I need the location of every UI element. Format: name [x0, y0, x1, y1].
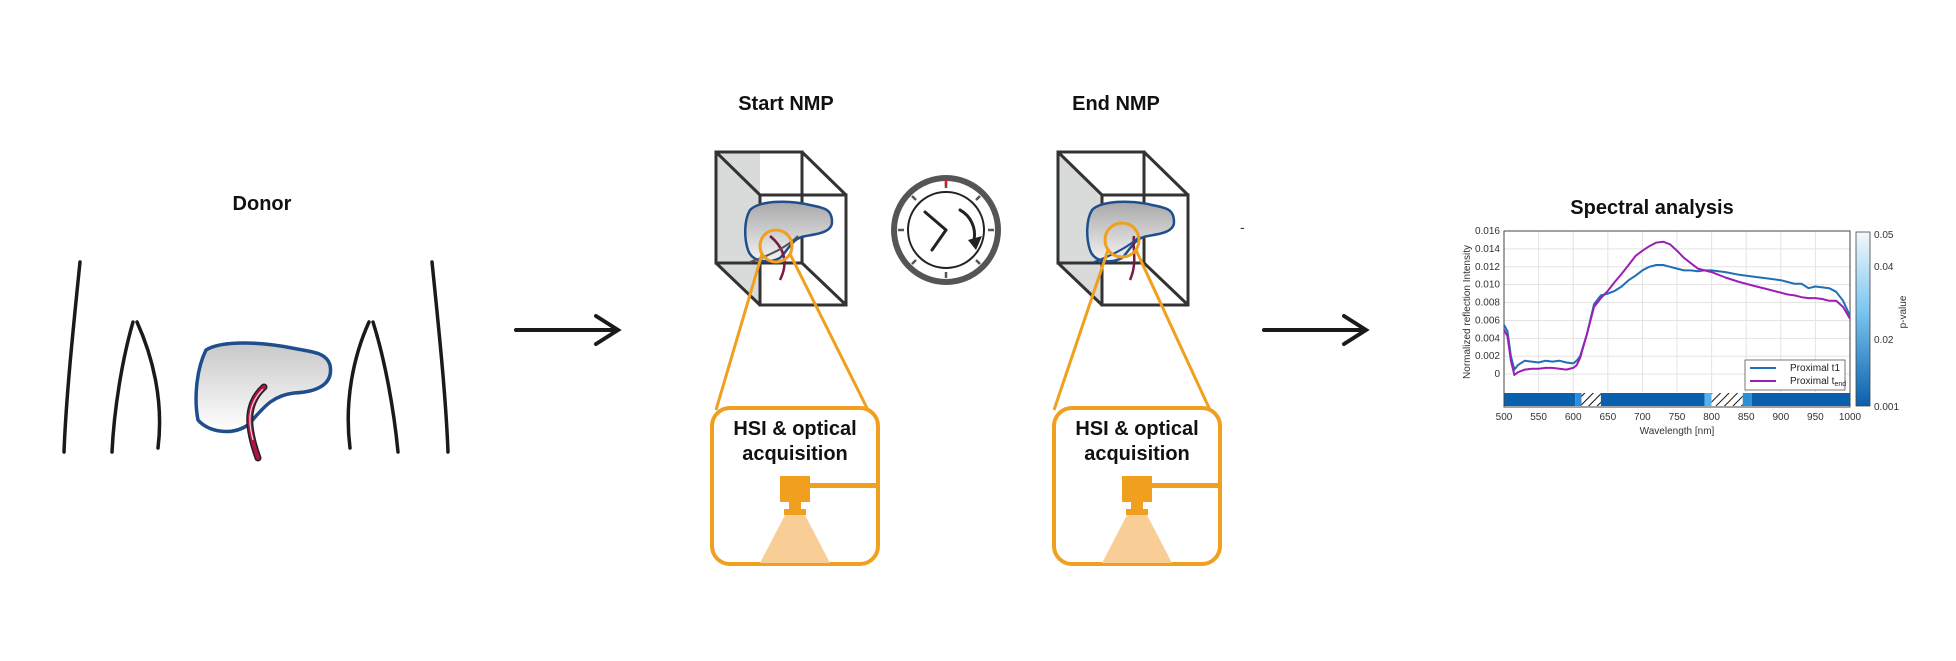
hsi-box-start: HSI & optical acquisition — [710, 406, 880, 566]
start-nmp-title: Start NMP — [738, 93, 834, 115]
series-line-2 — [1503, 240, 1851, 376]
colorbar-label: p-value — [1898, 295, 1909, 328]
x-tick-label: 650 — [1599, 412, 1616, 423]
camera-icon — [1102, 476, 1220, 563]
x-tick-label: 900 — [1772, 412, 1789, 423]
significance-segment — [1704, 393, 1712, 406]
significance-segment — [1581, 393, 1601, 406]
plot-frame — [1503, 230, 1851, 408]
significance-bar — [1504, 393, 1850, 406]
significance-segment — [1711, 393, 1743, 406]
liver-icon — [194, 341, 333, 462]
hsi-label-line2: acquisition — [1084, 443, 1190, 465]
perfusion-box-icon — [1056, 150, 1190, 307]
legend-entry-1: Proximal t1 — [1790, 363, 1840, 374]
zoom-lines — [714, 253, 870, 411]
hsi-label-line2: acquisition — [742, 443, 848, 465]
significance-segment — [1575, 393, 1582, 406]
y-tick-label: 0.012 — [1475, 262, 1500, 273]
y-tick-label: 0.006 — [1475, 315, 1500, 326]
arrow-right-icon — [514, 314, 622, 346]
x-tick-label: 950 — [1807, 412, 1824, 423]
legend-entry-2: Proximal tend — [1790, 376, 1846, 388]
end-nmp-title: End NMP — [1072, 93, 1160, 115]
start-nmp-section: Start NMP HSI & optical acquisitio — [710, 93, 880, 566]
arrow-right-icon — [1262, 314, 1370, 346]
significance-segment — [1504, 393, 1576, 406]
x-tick-label: 550 — [1530, 412, 1547, 423]
series-line-1 — [1503, 264, 1851, 371]
y-tick-label: 0.016 — [1475, 226, 1500, 237]
body-outline-icon — [62, 260, 450, 454]
spectral-chart: Spectral analysis 00.0020.0040.0060.0080… — [1462, 197, 1909, 437]
zoom-lines — [1052, 249, 1212, 411]
chart-title: Spectral analysis — [1570, 197, 1733, 219]
significance-segment — [1751, 393, 1850, 406]
hsi-label-line1: HSI & optical — [733, 418, 856, 440]
y-axis-label: Normalized reflection Intensity — [1462, 245, 1473, 379]
colorbar-tick: 0.04 — [1874, 262, 1894, 273]
hsi-box-end: HSI & optical acquisition — [1052, 406, 1222, 566]
y-tick-label: 0.008 — [1475, 298, 1500, 309]
x-axis-label: Wavelength [nm] — [1640, 426, 1715, 437]
y-tick-label: 0 — [1494, 369, 1500, 380]
donor-section: Donor — [62, 193, 450, 462]
donor-title: Donor — [233, 193, 292, 215]
perfusion-box-icon — [714, 150, 848, 307]
significance-segment — [1600, 393, 1705, 406]
colorbar: 0.05 0.04 0.02 0.001 p-value — [1855, 230, 1909, 413]
y-tick-label: 0.002 — [1475, 351, 1500, 362]
x-tick-label: 1000 — [1839, 412, 1862, 423]
stray-mark: - — [1240, 219, 1245, 235]
colorbar-tick: 0.001 — [1874, 402, 1899, 413]
y-tick-label: 0.010 — [1475, 280, 1500, 291]
x-axis-ticks: 500 550 600 650 700 750 800 850 900 950 1000 — [1496, 412, 1862, 423]
y-tick-label: 0.014 — [1475, 244, 1500, 255]
camera-icon — [760, 476, 878, 563]
x-tick-label: 500 — [1496, 412, 1513, 423]
y-axis-ticks: 0 0.002 0.004 0.006 0.008 0.010 0.012 0.014 0.01… — [1475, 226, 1500, 380]
hsi-label-line1: HSI & optical — [1075, 418, 1198, 440]
significance-segment — [1742, 393, 1752, 406]
zoom-circle — [1103, 221, 1141, 259]
y-tick-label: 0.004 — [1475, 333, 1500, 344]
x-tick-label: 750 — [1669, 412, 1686, 423]
chart-legend: Proximal t1 Proximal tend — [1744, 359, 1846, 391]
x-tick-label: 800 — [1703, 412, 1720, 423]
colorbar-tick: 0.02 — [1874, 335, 1894, 346]
x-tick-label: 700 — [1634, 412, 1651, 423]
colorbar-tick: 0.05 — [1874, 230, 1894, 241]
x-tick-label: 600 — [1565, 412, 1582, 423]
chart-series — [1503, 240, 1851, 376]
x-tick-label: 850 — [1738, 412, 1755, 423]
clock-icon — [891, 175, 1001, 285]
end-nmp-section: End NMP HSI & optical acquisition — [1052, 93, 1245, 566]
zoom-circle — [758, 228, 794, 264]
